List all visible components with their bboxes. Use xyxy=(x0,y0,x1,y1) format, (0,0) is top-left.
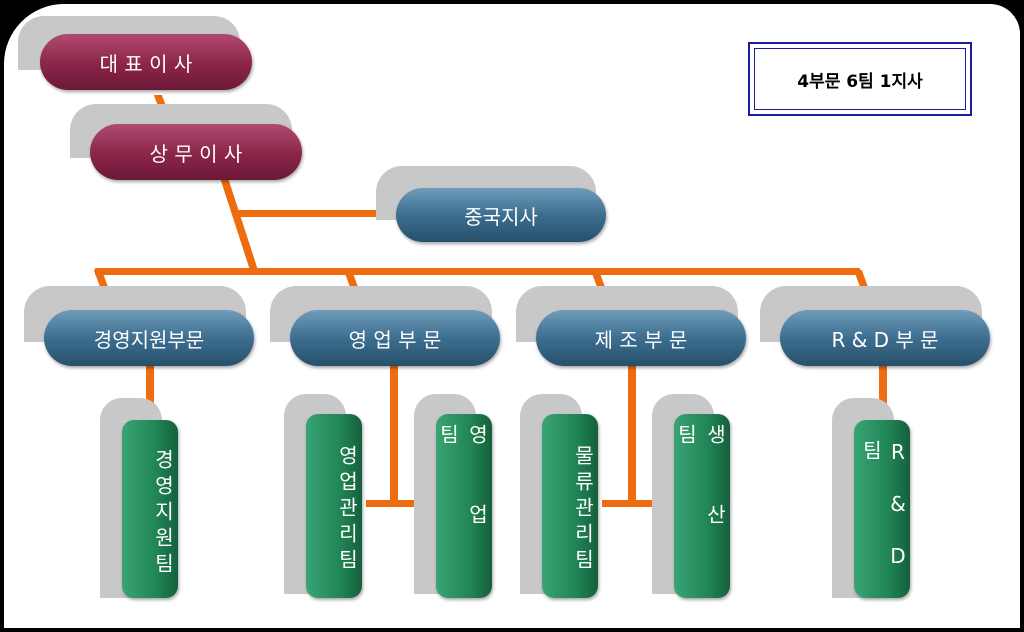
ceo-node: 대 표 이 사 xyxy=(40,34,252,90)
connector-china xyxy=(238,210,394,217)
div-sales-label: 영 업 부 문 xyxy=(348,327,442,352)
div-rnd-label: R & D 부 문 xyxy=(831,327,939,352)
div-rnd-node: R & D 부 문 xyxy=(780,310,990,366)
team-logistics-node: 물류관리팀 xyxy=(542,414,598,598)
team-logistics-label: 물류관리팀 xyxy=(571,445,595,575)
connector-mfg-stem xyxy=(628,366,636,506)
china-branch-label: 중국지사 xyxy=(464,204,538,229)
team-sales-node: 영 업 팀 xyxy=(436,414,492,598)
team-salesmgmt-label: 영업관리팀 xyxy=(335,445,359,575)
team-sales-label: 영 업 팀 xyxy=(436,424,489,542)
div-mfg-node: 제 조 부 문 xyxy=(536,310,746,366)
team-production-label: 생 산 팀 xyxy=(674,424,727,542)
team-production-node: 생 산 팀 xyxy=(674,414,730,598)
team-mgmt-label: 경영지원팀 xyxy=(151,449,175,579)
div-mgmt-label: 경영지원부문 xyxy=(93,327,205,352)
team-rnd-node: R & D 팀 xyxy=(854,420,910,598)
div-sales-node: 영 업 부 문 xyxy=(290,310,500,366)
ceo-label: 대 표 이 사 xyxy=(99,51,193,76)
summary-box-inner: 4부문 6팀 1지사 xyxy=(754,48,966,110)
md-node: 상 무 이 사 xyxy=(90,124,302,180)
md-label: 상 무 이 사 xyxy=(149,141,243,166)
summary-text: 4부문 6팀 1지사 xyxy=(797,71,923,92)
summary-box: 4부문 6팀 1지사 xyxy=(748,42,972,116)
connector-mfg-bar xyxy=(602,500,672,507)
div-mgmt-node: 경영지원부문 xyxy=(44,310,254,366)
china-branch-node: 중국지사 xyxy=(396,188,606,242)
connector-team-mgmt xyxy=(146,366,154,418)
connector-sales-bar xyxy=(366,500,436,507)
team-mgmt-node: 경영지원팀 xyxy=(122,420,178,598)
team-rnd-label: R & D 팀 xyxy=(859,440,910,570)
div-mfg-label: 제 조 부 문 xyxy=(594,327,688,352)
connector-team-rnd xyxy=(879,366,887,418)
connector-division-bar xyxy=(95,268,860,275)
team-salesmgmt-node: 영업관리팀 xyxy=(306,414,362,598)
connector-sales-stem xyxy=(390,366,398,506)
